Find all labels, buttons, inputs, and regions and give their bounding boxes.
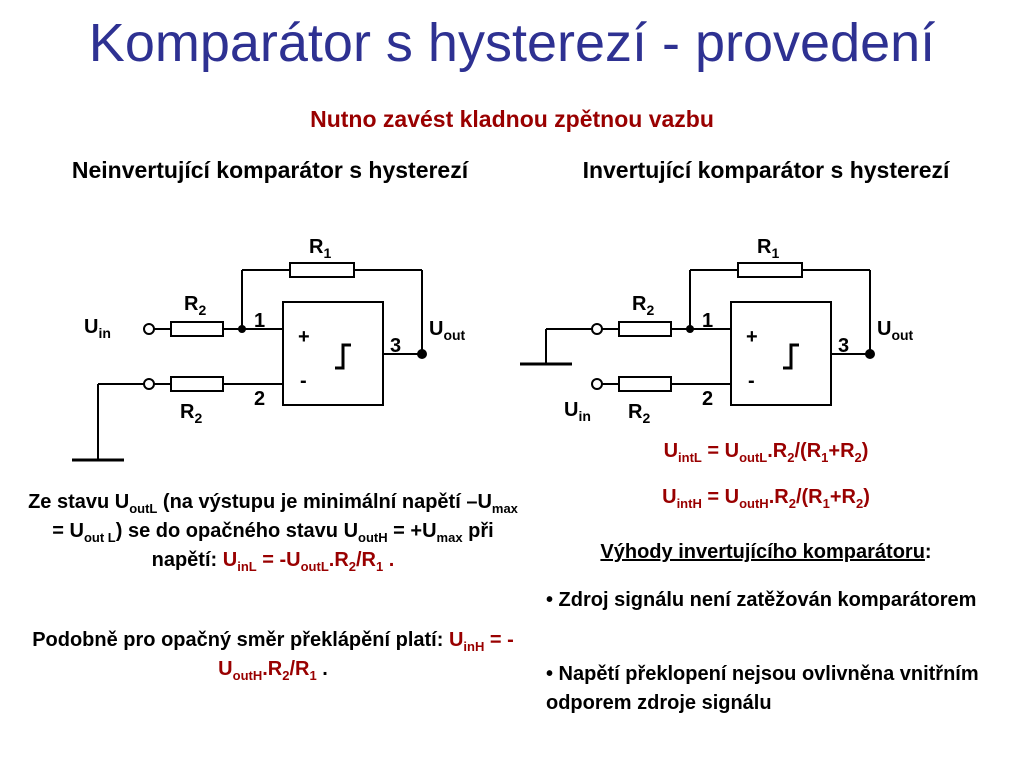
right-circuit <box>520 262 871 406</box>
left-label-r1: R1 <box>309 236 331 261</box>
right-label-r2-bottom: R2 <box>628 401 650 426</box>
left-label-uout: Uout <box>429 318 466 343</box>
right-label-minus: - <box>748 370 755 392</box>
left-explanation: Ze stavu UoutL (na výstupu je minimální … <box>28 491 518 574</box>
right-formula-uinth: UintH = UoutH.R2/(R1+R2) <box>662 486 870 511</box>
right-resistor-r1 <box>737 262 803 278</box>
right-label-node-3: 3 <box>838 335 849 357</box>
right-label-uout: Uout <box>877 318 914 343</box>
right-resistor-r2-bottom <box>618 376 672 392</box>
right-label-node-1: 1 <box>702 310 713 332</box>
left-label-plus: + <box>298 326 310 348</box>
advantage-item: • Zdroj signálu není zatěžován komparáto… <box>546 589 977 611</box>
left-resistor-r2-bottom <box>170 376 224 392</box>
left-hysteresis-icon <box>335 343 351 370</box>
left-label-minus: - <box>300 370 307 392</box>
right-formula-uintl: UintL = UoutL.R2/(R1+R2) <box>663 440 869 465</box>
left-label-node-2: 2 <box>254 388 265 410</box>
left-label-node-3: 3 <box>390 335 401 357</box>
left-label-r2-bottom: R2 <box>180 401 202 426</box>
advantages-title: Výhody invertujícího komparátoru: <box>600 541 932 563</box>
right-comparator-box <box>730 301 832 406</box>
right-label-r2-top: R2 <box>632 293 654 318</box>
right-resistor-r2-top <box>618 321 672 337</box>
left-node-dot-1 <box>238 325 246 333</box>
left-input-terminal <box>143 323 155 335</box>
advantage-item: • Napětí překlopení nejsou ovlivněna vni… <box>546 663 979 714</box>
right-label-uin: Uin <box>564 399 591 424</box>
left-resistor-r1 <box>289 262 355 278</box>
left-circuit <box>72 262 423 462</box>
left-ground-terminal <box>143 378 155 390</box>
right-ground-terminal <box>591 323 603 335</box>
right-label-r1: R1 <box>757 236 779 261</box>
page-title: Komparátor s hysterezí - provedení <box>88 13 936 73</box>
left-label-uin: Uin <box>84 316 111 341</box>
right-heading: Invertující komparátor s hysterezí <box>582 157 950 183</box>
right-hysteresis-icon <box>783 343 799 370</box>
right-output-dot <box>865 349 875 359</box>
right-input-terminal <box>591 378 603 390</box>
left-comparator-box <box>282 301 384 406</box>
left-formula-uinh: UinH = -UoutH.R2/R1 <box>218 629 514 683</box>
left-explanation-2: Podobně pro opačný směr překlápění platí… <box>32 629 514 683</box>
subtitle: Nutno zavést kladnou zpětnou vazbu <box>310 106 714 132</box>
left-formula-uinl: UinL = -UoutL.R2/R1 . <box>222 549 395 574</box>
right-label-plus: + <box>746 326 758 348</box>
left-label-node-1: 1 <box>254 310 265 332</box>
left-output-dot <box>417 349 427 359</box>
left-heading: Neinvertující komparátor s hysterezí <box>71 157 469 183</box>
left-resistor-r2-top <box>170 321 224 337</box>
right-node-dot-1 <box>686 325 694 333</box>
left-label-r2-top: R2 <box>184 293 206 318</box>
right-label-node-2: 2 <box>702 388 713 410</box>
